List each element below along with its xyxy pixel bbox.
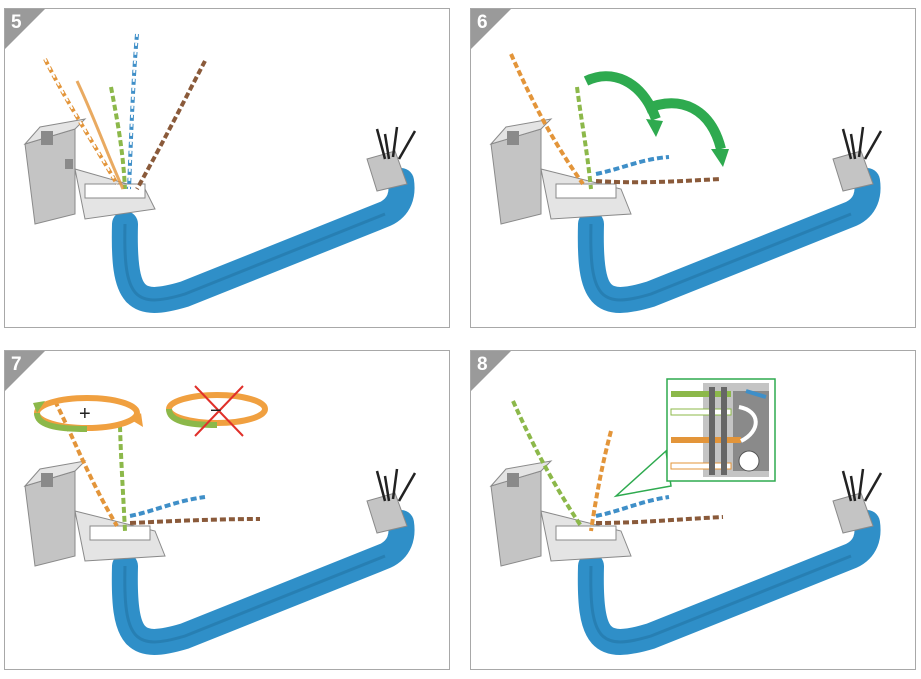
step-number: 5	[11, 12, 22, 33]
cable-icon	[577, 510, 881, 655]
minus-symbol: −	[210, 400, 222, 422]
plus-symbol: +	[79, 403, 91, 425]
cable-icon	[111, 168, 415, 313]
step-number: 6	[477, 12, 488, 33]
connector-icon	[489, 118, 632, 225]
step-number: 8	[477, 354, 488, 375]
connector-icon	[366, 468, 417, 534]
step-badge	[5, 351, 45, 391]
step-badge	[471, 9, 511, 49]
connector-icon	[366, 126, 417, 192]
rotation-arrow-icon	[33, 395, 143, 432]
step-7-illustration: + −	[23, 385, 417, 655]
step-5-illustration	[23, 33, 417, 313]
connector-icon	[23, 118, 156, 225]
connector-icon	[832, 468, 883, 534]
step-6-panel: 6	[470, 8, 916, 328]
connector-icon	[832, 126, 883, 192]
step-8-illustration	[489, 378, 883, 655]
step-number: 7	[11, 354, 22, 375]
step-7-panel: + − 7	[4, 350, 450, 670]
connector-icon	[23, 460, 166, 567]
zoom-callout-icon	[613, 378, 776, 498]
step-6-illustration	[489, 53, 883, 313]
step-8-panel: 8	[470, 350, 916, 670]
cable-icon	[577, 168, 881, 313]
rotation-arrow-icon	[166, 392, 268, 428]
step-badge	[5, 9, 45, 49]
step-5-panel: 5	[4, 8, 450, 328]
cable-icon	[111, 510, 415, 655]
cross-icon	[194, 385, 244, 437]
connector-icon	[489, 460, 632, 567]
green-arrow-icon	[644, 98, 729, 167]
step-badge	[471, 351, 511, 391]
